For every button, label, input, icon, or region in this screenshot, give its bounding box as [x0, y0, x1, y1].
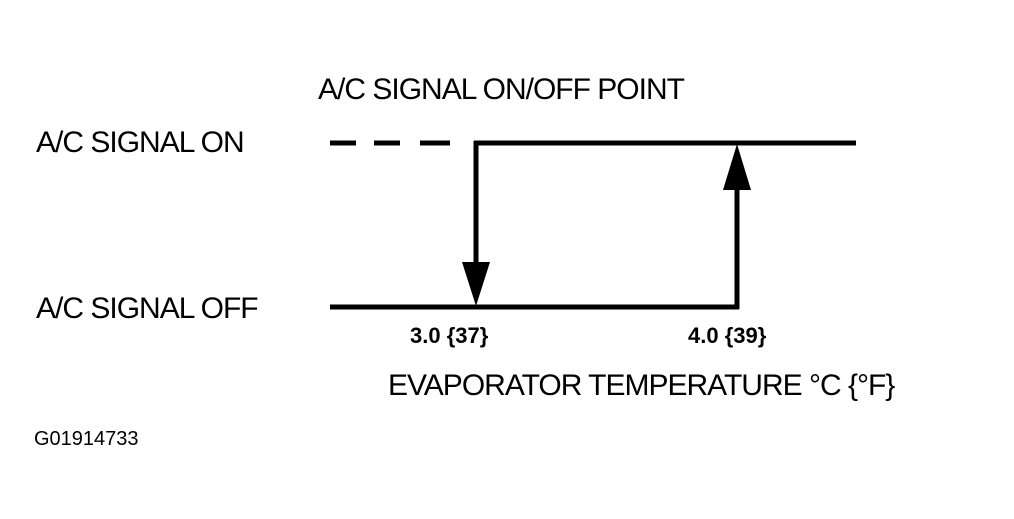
- signal-on-label: A/C SIGNAL ON: [36, 126, 244, 159]
- axis-label: EVAPORATOR TEMPERATURE °C {°F}: [388, 369, 895, 402]
- off-threshold-label: 3.0 {37}: [410, 323, 489, 348]
- on-threshold-label: 4.0 {39}: [688, 323, 767, 348]
- diagram-title: A/C SIGNAL ON/OFF POINT: [318, 73, 685, 106]
- signal-off-label: A/C SIGNAL OFF: [36, 292, 258, 325]
- turn-off-arrow: [462, 141, 490, 306]
- figure-code: G01914733: [34, 428, 139, 450]
- turn-on-arrow: [723, 144, 751, 309]
